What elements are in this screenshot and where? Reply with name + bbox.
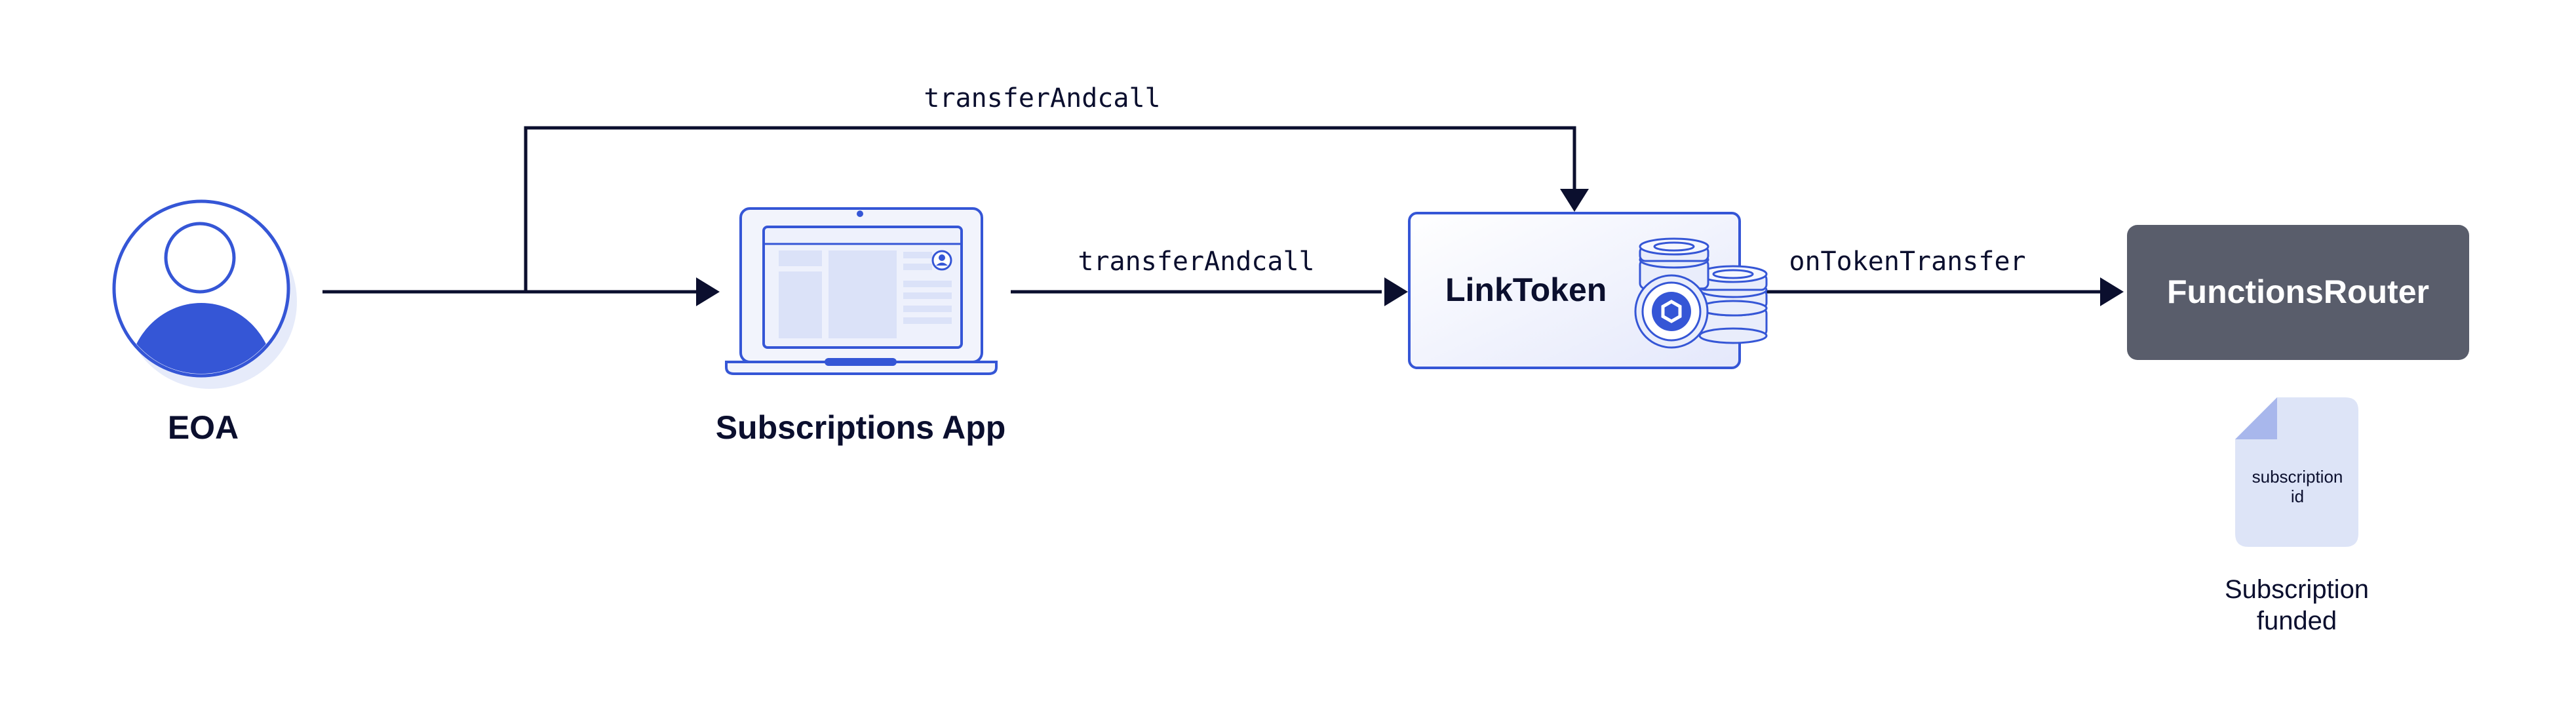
- arrowhead-to-linktoken-left: [1384, 277, 1408, 306]
- link-hexagon-icon: [1661, 300, 1682, 323]
- edge-label-eoa-to-linktoken: transferAndcall: [924, 83, 1160, 113]
- edge-label-app-to-linktoken: transferAndcall: [1078, 247, 1314, 277]
- subscriptions-app-node: Subscriptions App: [716, 207, 1006, 446]
- caption-line-2: funded: [2257, 607, 2337, 635]
- linktoken-label: LinkToken: [1445, 271, 1607, 308]
- user-body-icon: [128, 303, 275, 374]
- caption-line-1: Subscription: [2225, 575, 2369, 604]
- subscriptions-app-label: Subscriptions App: [716, 409, 1006, 446]
- eoa-node: EOA: [112, 199, 297, 446]
- document-line-2: id: [2291, 487, 2304, 506]
- eoa-to-linktoken-arrow-line: [524, 126, 1576, 292]
- functions-router-label: FunctionsRouter: [2167, 273, 2429, 310]
- eoa-label: EOA: [168, 409, 239, 446]
- arrowheads: [696, 189, 2124, 306]
- linktoken-node: LinkToken: [1408, 212, 1768, 369]
- document-fold: [2235, 397, 2277, 439]
- functions-router-box: [2127, 225, 2469, 360]
- arrowhead-to-router: [2100, 277, 2124, 306]
- functions-router-node: FunctionsRouter: [2127, 225, 2469, 360]
- arrowhead-to-linktoken-top: [1560, 189, 1589, 212]
- subscription-id-document-icon: subscription id: [2235, 397, 2358, 547]
- laptop-icon: [725, 207, 998, 375]
- document-line-1: subscription: [2252, 467, 2343, 487]
- arrowhead-to-app: [696, 277, 720, 306]
- edge-label-linktoken-to-router: onTokenTransfer: [1789, 247, 2025, 277]
- user-head-icon: [164, 222, 236, 294]
- coin-stack-icon: [1634, 237, 1768, 349]
- connectors: [322, 126, 2101, 294]
